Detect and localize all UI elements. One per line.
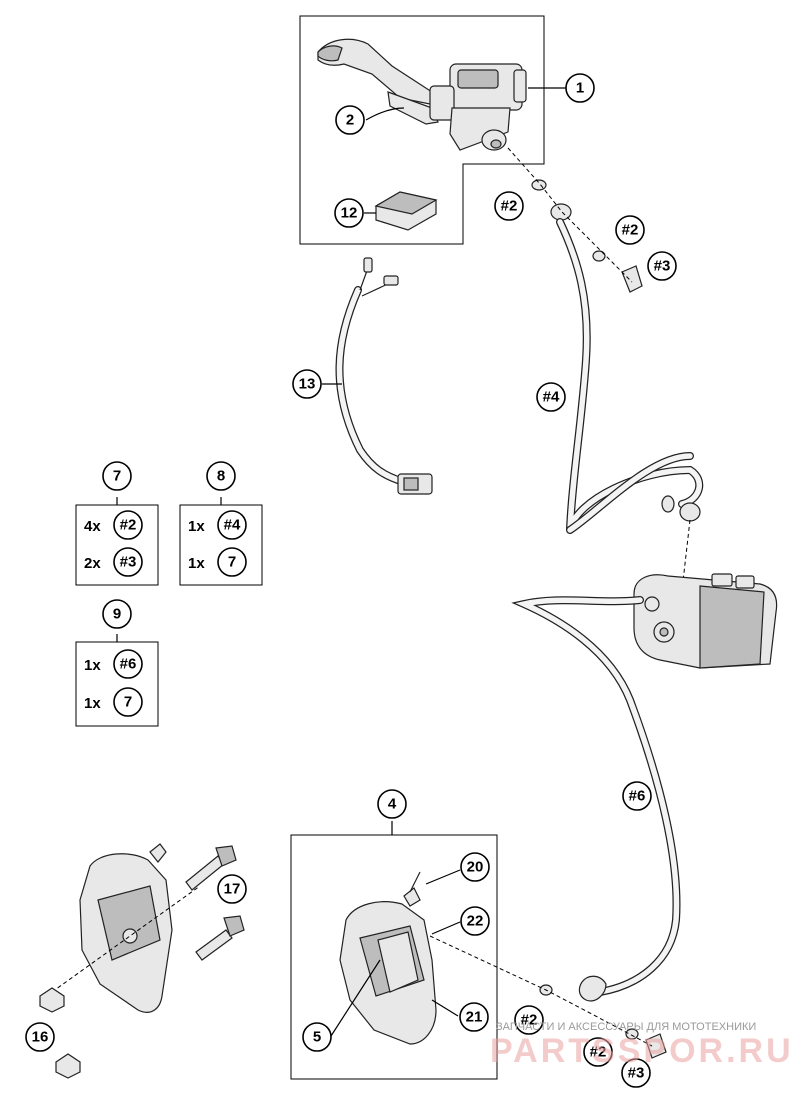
kit-9-row2-ref: 7: [124, 694, 132, 711]
kit-9-row1-ref: #6: [120, 656, 137, 673]
kit-7-row2-qty: 2x: [84, 555, 101, 572]
kit-7-row2-ref: #3: [120, 554, 137, 571]
nuts-part: [39, 987, 81, 1079]
callout-hash2-d: #2: [583, 1037, 613, 1067]
kit-9-row1-qty: 1x: [84, 657, 101, 674]
svg-text:16: 16: [32, 1029, 49, 1046]
abs-unit-part: [633, 573, 778, 669]
leader-lines: [116, 87, 566, 1037]
kit-8-row2-qty: 1x: [188, 555, 205, 572]
left-caliper-part: [51, 843, 201, 1013]
svg-text:4: 4: [388, 796, 397, 813]
kit-8-row1-qty: 1x: [188, 518, 205, 535]
svg-text:17: 17: [224, 881, 241, 898]
svg-text:1: 1: [576, 80, 584, 97]
svg-text:12: 12: [341, 205, 358, 222]
callout-13: 13: [292, 369, 322, 399]
brake-lever-part: [317, 38, 439, 125]
callout-hash2-c: #2: [514, 1005, 544, 1035]
callout-21: 21: [459, 1002, 489, 1032]
svg-text:#4: #4: [543, 389, 560, 406]
kit-7-row1-ref: #2: [120, 517, 137, 534]
callout-1: 1: [565, 73, 595, 103]
bottom-fittings: [429, 935, 667, 1059]
svg-text:21: 21: [466, 1009, 483, 1026]
kit-8-id: 8: [217, 468, 225, 485]
svg-text:5: 5: [313, 1029, 321, 1046]
kit-9: 9 1x #6 1x 7: [75, 599, 159, 727]
callout-hash4: #4: [536, 382, 566, 412]
svg-text:2: 2: [346, 112, 354, 129]
svg-text:#2: #2: [521, 1012, 538, 1029]
svg-text:#2: #2: [501, 198, 518, 215]
callout-hash2-a: #2: [494, 191, 524, 221]
callout-20: 20: [460, 852, 490, 882]
svg-text:22: 22: [467, 913, 484, 930]
svg-text:20: 20: [467, 859, 484, 876]
brake-hose-4: [556, 218, 704, 591]
sensor-part: [374, 191, 438, 231]
svg-text:#6: #6: [629, 788, 646, 805]
svg-text:#2: #2: [622, 222, 639, 239]
watermark: PARTSSPOR.RU ЗАПЧАСТИ И АКСЕССУАРЫ ДЛЯ М…: [490, 1021, 794, 1070]
kit-8: 8 1x #4 1x 7: [179, 461, 263, 586]
kit-7-row1-qty: 4x: [84, 518, 101, 535]
kit-7: 7 4x #2 2x #3: [75, 461, 159, 586]
svg-text:#3: #3: [628, 1065, 645, 1082]
callout-17: 17: [217, 874, 247, 904]
callout-4: 4: [377, 789, 407, 819]
top-fittings: [507, 147, 643, 293]
callout-16: 16: [25, 1022, 55, 1052]
callout-hash6: #6: [622, 781, 652, 811]
callout-22: 22: [460, 906, 490, 936]
caliper-group-box: [290, 834, 498, 1080]
sensor-cable-part: [335, 257, 433, 495]
callout-hash3-a: #3: [647, 251, 677, 281]
kit-7-id: 7: [113, 468, 121, 485]
svg-text:#3: #3: [654, 258, 671, 275]
kit-8-row1-ref: #4: [224, 517, 241, 534]
master-cylinder-part: [429, 63, 527, 151]
master-cylinder-group-box: [299, 15, 545, 245]
callout-2: 2: [335, 105, 365, 135]
callout-hash2-b: #2: [615, 215, 645, 245]
kit-8-row2-ref: 7: [228, 554, 236, 571]
caliper-assembly-part: [339, 871, 437, 1045]
watermark-brand: PARTSSPOR.RU: [490, 1032, 794, 1070]
watermark-subtitle: ЗАПЧАСТИ И АКСЕССУАРЫ ДЛЯ МОТОТЕХНИКИ: [496, 1021, 756, 1033]
svg-text:13: 13: [299, 376, 316, 393]
kit-9-id: 9: [113, 606, 121, 623]
brake-hose-6: [511, 596, 681, 1002]
callout-12: 12: [334, 198, 364, 228]
callout-5: 5: [302, 1022, 332, 1052]
callout-hash3-b: #3: [621, 1058, 651, 1088]
kit-9-row2-qty: 1x: [84, 695, 101, 712]
svg-text:#2: #2: [590, 1044, 607, 1061]
bolts-part: [185, 845, 245, 961]
